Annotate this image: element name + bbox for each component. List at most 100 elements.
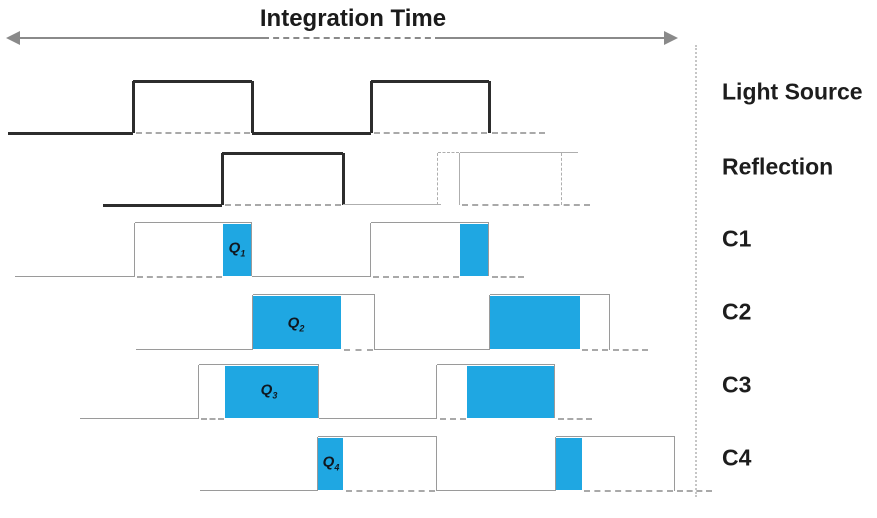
charge-region-c4	[318, 438, 343, 490]
wave-light-source-hline	[252, 131, 371, 135]
charge-region-c1	[460, 224, 489, 276]
wave-reflection-hline	[460, 152, 578, 154]
wave-c2-vline	[252, 295, 254, 350]
wave-c2-hline	[253, 349, 341, 351]
row-label-c4: C4	[722, 444, 752, 471]
charge-label-q2: Q2	[287, 314, 305, 334]
wave-c4-hline	[556, 490, 582, 492]
wave-reflection-hline	[222, 151, 343, 155]
wave-c3-hline	[319, 418, 437, 420]
wave-c3-hline	[201, 418, 224, 420]
wave-c2-vline	[374, 295, 376, 350]
wave-c2-hline	[344, 349, 373, 351]
arrow-line-mid	[263, 37, 441, 39]
charge-region-c2	[490, 296, 580, 349]
wave-c4-vline	[436, 437, 438, 491]
wave-c4-hline	[346, 490, 435, 492]
wave-c1-hline	[137, 276, 222, 278]
arrow-right-icon	[664, 31, 678, 45]
wave-c3-vline	[554, 365, 556, 419]
wave-c4-hline	[200, 490, 318, 492]
wave-c2-hline	[490, 349, 580, 351]
wave-c1-vline	[370, 223, 372, 277]
wave-c1-hline	[252, 276, 371, 278]
wave-light-source-hline	[133, 79, 252, 83]
charge-label-q3: Q3	[260, 381, 278, 401]
wave-reflection-vline	[220, 153, 224, 205]
wave-light-source-hline	[136, 132, 250, 134]
wave-c1-vline	[134, 223, 136, 277]
wave-c1-hline	[15, 276, 135, 278]
wave-c4-hline	[318, 436, 437, 438]
wave-reflection-hline	[103, 203, 222, 207]
wave-c1-hline	[135, 222, 252, 224]
wave-light-source-vline	[131, 81, 135, 133]
charge-region-c2	[253, 296, 341, 349]
wave-reflection-hline	[462, 204, 590, 206]
row-label-c1: C1	[722, 225, 752, 252]
wave-reflection-vline	[561, 153, 563, 205]
row-label-light-source: Light Source	[722, 78, 863, 105]
charge-label-q1: Q1	[228, 239, 246, 259]
arrow-left-icon	[6, 31, 20, 45]
wave-c3-hline	[558, 418, 592, 420]
arrow-line-right	[441, 37, 666, 39]
diagram-title: Integration Time	[259, 5, 447, 32]
wave-c2-hline	[375, 349, 490, 351]
wave-reflection-vline	[437, 153, 439, 205]
wave-reflection-vline	[341, 153, 345, 205]
wave-c3-vline	[198, 365, 200, 419]
wave-c4-hline	[318, 490, 343, 492]
wave-light-source-vline	[369, 81, 373, 133]
wave-c4-hline	[437, 490, 556, 492]
wave-c2-vline	[609, 295, 611, 350]
wave-c1-vline	[488, 223, 490, 277]
wave-c4-vline	[674, 437, 676, 491]
wave-c3-vline	[436, 365, 438, 419]
wave-c2-vline	[489, 295, 491, 350]
wave-c1-vline	[251, 223, 253, 277]
wave-light-source-hline	[492, 132, 545, 134]
wave-c3-vline	[318, 365, 320, 419]
wave-c3-hline	[467, 418, 555, 420]
charge-region-c4	[556, 438, 582, 490]
wave-c3-hline	[437, 364, 555, 366]
wave-light-source-hline	[374, 132, 487, 134]
wave-light-source-vline	[250, 81, 254, 133]
wave-c1-hline	[492, 276, 524, 278]
wave-c1-hline	[223, 276, 252, 278]
wave-c3-hline	[199, 364, 319, 366]
wave-c4-hline	[556, 436, 675, 438]
row-label-reflection: Reflection	[722, 153, 834, 180]
row-label-c3: C3	[722, 371, 752, 398]
wave-c3-hline	[80, 418, 199, 420]
charge-region-c1	[223, 224, 252, 276]
wave-c3-hline	[440, 418, 466, 420]
wave-c3-hline	[225, 418, 319, 420]
integration-end-line	[695, 45, 697, 497]
wave-c4-hline	[677, 490, 712, 492]
wave-c2-hline	[253, 294, 375, 296]
wave-c2-hline	[136, 349, 253, 351]
wave-reflection-hline	[225, 204, 341, 206]
wave-c1-hline	[460, 276, 489, 278]
wave-reflection-hline	[343, 204, 441, 206]
wave-c4-hline	[584, 490, 673, 492]
wave-reflection-vline	[459, 153, 461, 205]
wave-c2-hline	[490, 294, 610, 296]
wave-c1-hline	[371, 222, 489, 224]
wave-c2-hline	[613, 349, 648, 351]
wave-reflection-hline	[438, 152, 459, 154]
wave-c1-hline	[373, 276, 459, 278]
charge-label-q4: Q4	[322, 453, 340, 473]
wave-light-source-hline	[371, 79, 489, 83]
wave-light-source-hline	[8, 131, 133, 135]
wave-c4-vline	[317, 437, 319, 491]
row-label-c2: C2	[722, 298, 752, 325]
wave-c2-hline	[582, 349, 608, 351]
wave-light-source-vline	[487, 81, 491, 133]
charge-region-c3	[225, 366, 319, 418]
wave-c4-vline	[555, 437, 557, 491]
